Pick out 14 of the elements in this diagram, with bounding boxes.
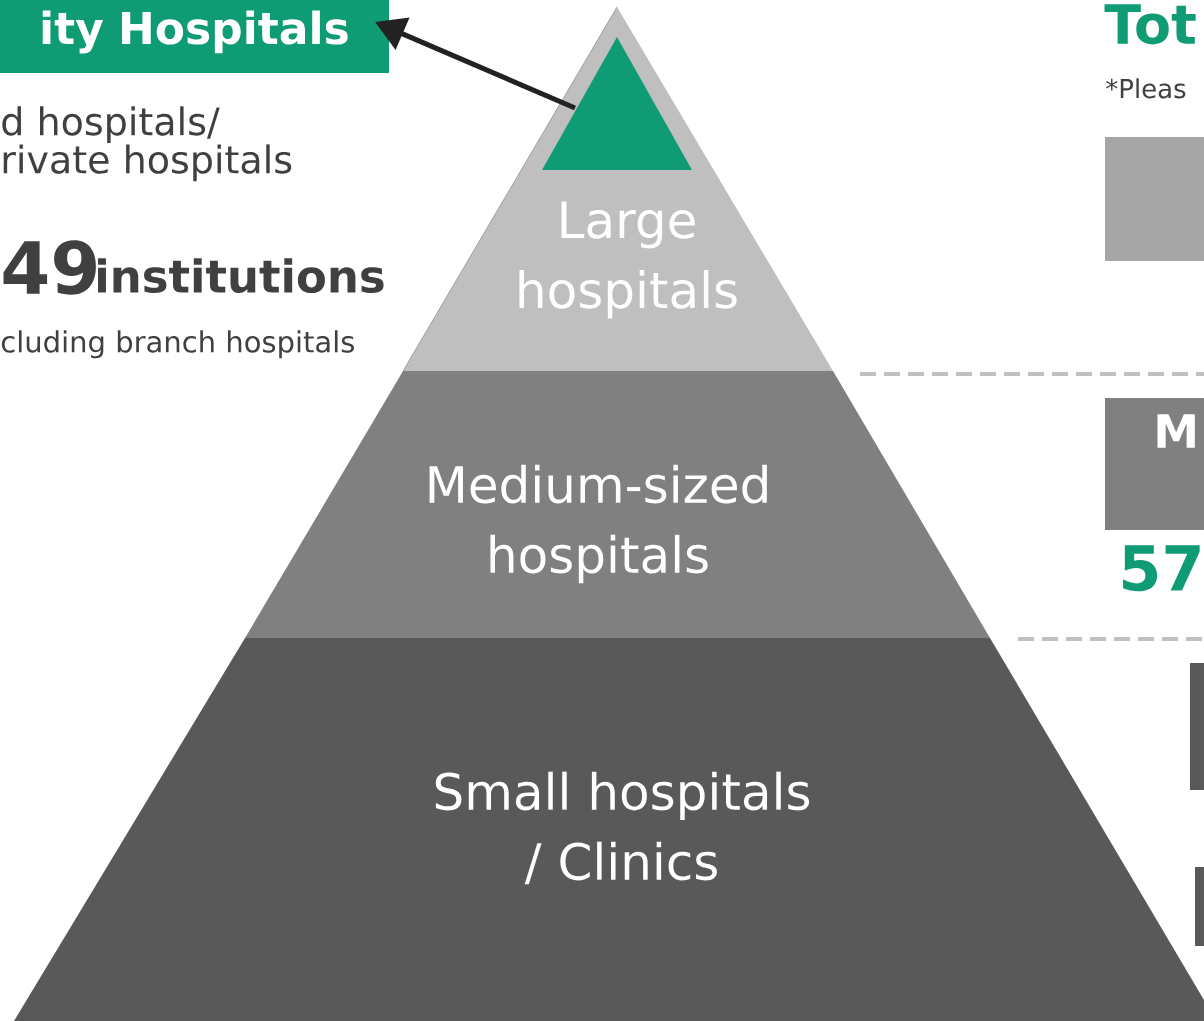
count-number: 57 — [1123, 545, 1200, 592]
triangle — [542, 37, 692, 170]
note-text: *Pleas — [1106, 78, 1186, 99]
count-number: 49 — [3, 240, 96, 295]
unit-text: institutions — [98, 258, 384, 294]
pyramid-tier: Small hospitals / Clinics — [14, 638, 1204, 1021]
heading-text: Tot — [1104, 4, 1196, 45]
pyramid-tier: Medium-sized hospitals — [245, 371, 990, 638]
note-text: cluding branch hospitals — [1, 330, 354, 359]
category-box — [1190, 663, 1204, 790]
title-banner: ity Hospitals — [0, 0, 389, 73]
category-box — [1105, 137, 1204, 261]
category-box — [1195, 867, 1204, 946]
category-box: M — [1105, 398, 1204, 530]
